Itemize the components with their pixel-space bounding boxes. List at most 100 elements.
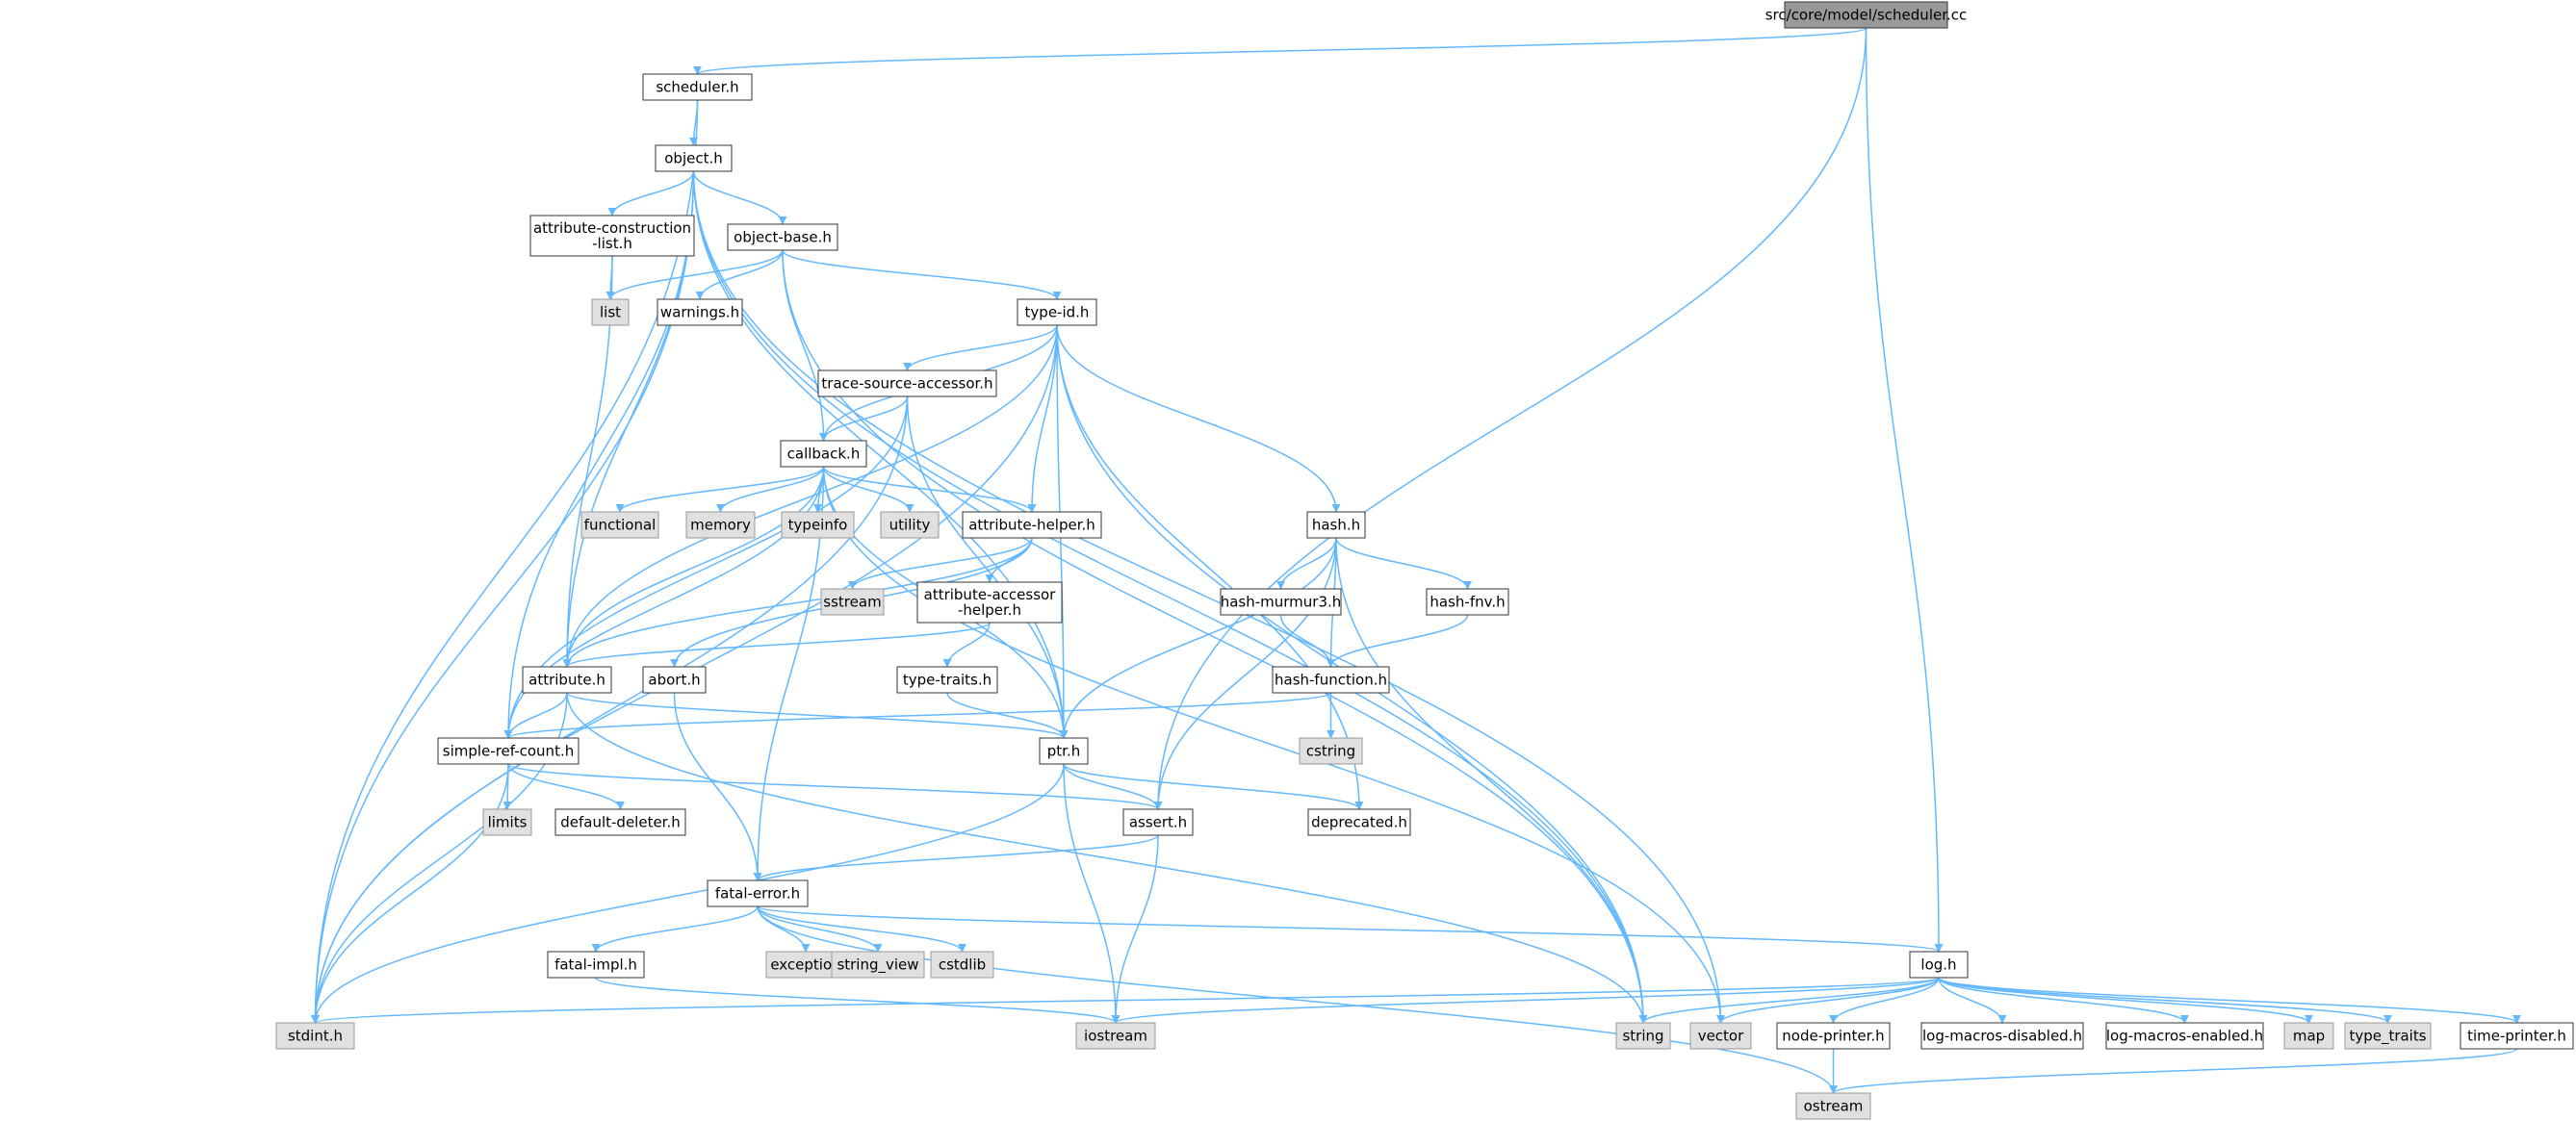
node-label: simple-ref-count.h: [443, 743, 574, 760]
node-log-enabled[interactable]: log-macros-enabled.h: [2105, 1022, 2264, 1050]
node-sstream[interactable]: sstream: [820, 588, 885, 616]
node-vector[interactable]: vector: [1689, 1022, 1752, 1050]
node-label: type-id.h: [1025, 304, 1090, 321]
node-log-disabled[interactable]: log-macros-disabled.h: [1920, 1022, 2084, 1050]
node-type-traits[interactable]: type_traits: [2344, 1022, 2432, 1050]
node-ptr-h[interactable]: ptr.h: [1039, 737, 1089, 765]
edge-callback-to-attr_helper: [822, 466, 1037, 513]
node-abort-h[interactable]: abort.h: [642, 666, 707, 694]
node-scheduler-h[interactable]: scheduler.h: [642, 73, 753, 101]
node-box: [781, 511, 855, 539]
node-box: [896, 666, 998, 694]
node-hash-fnv[interactable]: hash-fnv.h: [1426, 588, 1509, 616]
edge-callback-to-attribute_h: [562, 466, 825, 668]
node-label: iostream: [1084, 1028, 1147, 1045]
node-label: cstdlib: [939, 956, 986, 974]
node-hash-murmur[interactable]: hash-murmur3.h: [1220, 588, 1342, 616]
node-label: hash-fnv.h: [1430, 594, 1505, 611]
node-fatal-impl[interactable]: fatal-impl.h: [547, 951, 645, 979]
node-string-view[interactable]: string_view: [831, 951, 925, 979]
node-map[interactable]: map: [2283, 1022, 2334, 1050]
nodes-layer: src/core/model/scheduler.cc scheduler.h ob…: [275, 1, 2574, 1120]
node-label: string_view: [837, 956, 918, 975]
node-box: [1784, 1, 1948, 29]
node-simple-ref[interactable]: simple-ref-count.h: [437, 737, 580, 765]
node-box: [1920, 1022, 2084, 1050]
node-label: attribute-construction-list.h: [533, 219, 691, 252]
node-fatal-error[interactable]: fatal-error.h: [707, 879, 809, 907]
node-assert-h[interactable]: assert.h: [1122, 808, 1194, 836]
node-warnings[interactable]: warnings.h: [657, 298, 743, 326]
edge-ptr_h-to-stdint: [311, 763, 1065, 1024]
node-label: log-macros-disabled.h: [1922, 1028, 2082, 1045]
node-label: callback.h: [787, 446, 861, 463]
edge-log_h-to-string: [1638, 977, 1940, 1024]
node-limits[interactable]: limits: [482, 808, 532, 836]
node-label: limits: [488, 814, 528, 831]
node-label: hash-murmur3.h: [1221, 594, 1342, 611]
node-label: map: [2293, 1028, 2325, 1045]
node-label: hash.h: [1312, 517, 1360, 534]
edge-attribute_h-to-string: [566, 692, 1648, 1024]
node-label: type-traits.h: [903, 672, 992, 689]
node-label: ostream: [1804, 1098, 1864, 1115]
edge-object_h-to-stdint: [311, 170, 695, 1024]
node-attr-accessor[interactable]: attribute-accessor-helper.h: [916, 581, 1063, 624]
node-object-h[interactable]: object.h: [655, 144, 733, 172]
node-box: [1426, 588, 1509, 616]
node-label: log-macros-enabled.h: [2106, 1028, 2263, 1045]
node-cstdlib[interactable]: cstdlib: [930, 951, 994, 979]
node-iostream[interactable]: iostream: [1075, 1022, 1156, 1050]
node-hash-h[interactable]: hash.h: [1306, 511, 1366, 539]
node-label: object.h: [664, 150, 723, 167]
edge-hash_h-to-ptr_h: [1059, 537, 1337, 739]
node-typeinfo[interactable]: typeinfo: [781, 511, 855, 539]
node-label: attribute.h: [528, 672, 605, 689]
node-hash-function[interactable]: hash-function.h: [1272, 666, 1390, 694]
node-box: [1220, 588, 1342, 616]
node-trace-source[interactable]: trace-source-accessor.h: [817, 369, 997, 397]
edge-type_id-to-attribute_h: [562, 324, 1058, 668]
node-label: vector: [1698, 1028, 1744, 1045]
edge-object_h-to-vector: [692, 170, 1725, 1024]
node-stdint[interactable]: stdint.h: [275, 1022, 355, 1050]
edge-log_h-to-vector: [1716, 977, 1940, 1024]
node-log-h[interactable]: log.h: [1909, 951, 1969, 979]
edge-simple_ref-to-assert_h: [507, 763, 1163, 810]
node-ostream[interactable]: ostream: [1795, 1092, 1871, 1120]
node-attribute-h[interactable]: attribute.h: [522, 666, 612, 694]
node-attr-helper[interactable]: attribute-helper.h: [962, 511, 1102, 539]
node-attr-construction[interactable]: attribute-construction-list.h: [529, 215, 695, 257]
node-memory[interactable]: memory: [685, 511, 756, 539]
node-scheduler-cc[interactable]: src/core/model/scheduler.cc: [1765, 1, 1968, 29]
node-utility[interactable]: utility: [880, 511, 940, 539]
node-object-base[interactable]: object-base.h: [727, 223, 838, 251]
node-type-id[interactable]: type-id.h: [1017, 298, 1097, 326]
node-time-printer[interactable]: time-printer.h: [2460, 1022, 2574, 1050]
node-label: hash-function.h: [1275, 672, 1387, 689]
node-label: cstring: [1306, 743, 1355, 760]
node-label: sstream: [823, 594, 881, 611]
node-functional[interactable]: functional: [580, 511, 659, 539]
node-string[interactable]: string: [1615, 1022, 1671, 1050]
edge-simple_ref-to-default_deleter: [507, 763, 625, 810]
node-box: [642, 73, 753, 101]
node-type-traits-h[interactable]: type-traits.h: [896, 666, 998, 694]
node-default-deleter[interactable]: default-deleter.h: [554, 808, 686, 836]
node-box: [1615, 1022, 1671, 1050]
node-box: [1017, 298, 1097, 326]
node-callback[interactable]: callback.h: [780, 440, 867, 468]
node-label: type_traits: [2349, 1028, 2426, 1046]
edge-object_h-to-simple_ref: [503, 170, 695, 739]
node-label: functional: [584, 517, 657, 534]
node-list[interactable]: list: [591, 298, 630, 326]
edge-type_id-to-hash_h: [1056, 324, 1341, 513]
node-node-printer[interactable]: node-printer.h: [1776, 1022, 1891, 1050]
node-cstring[interactable]: cstring: [1299, 737, 1363, 765]
node-box: [547, 951, 645, 979]
edge-hash_h-to-assert_h: [1153, 537, 1337, 810]
node-deprecated[interactable]: deprecated.h: [1307, 808, 1411, 836]
edge-log_h-to-type_traits: [1938, 977, 2392, 1024]
node-box: [707, 879, 809, 907]
